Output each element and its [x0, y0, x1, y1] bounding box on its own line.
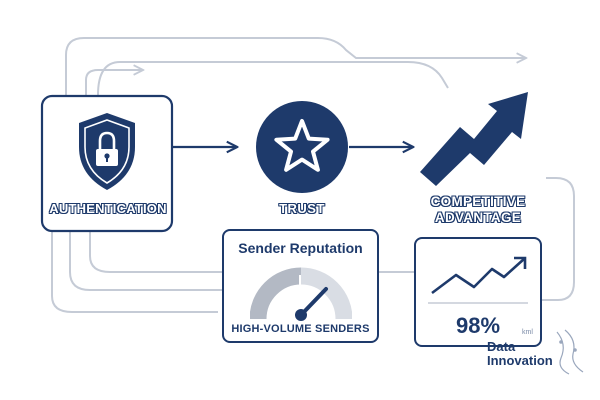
brand-name-line1: Data — [487, 339, 516, 354]
competitive-advantage-label-line1: COMPETITIVE — [430, 194, 526, 209]
competitive-advantage-label: COMPETITIVE ADVANTAGE — [410, 194, 546, 226]
sender-reputation-card: Sender Reputation HIGH-VOLUME SENDERS — [222, 229, 379, 343]
shield-lock-icon — [79, 113, 135, 190]
flow-line-bottom-long — [51, 232, 218, 313]
sender-reputation-subtitle: HIGH-VOLUME SENDERS — [231, 323, 370, 335]
sender-reputation-title: Sender Reputation — [238, 240, 363, 256]
stat-value: 98% — [455, 313, 501, 338]
gauge-icon — [250, 267, 352, 321]
rising-arrow-icon — [420, 92, 528, 186]
flow-line-top-outer — [65, 37, 525, 95]
stat-card: 98% — [414, 237, 542, 347]
brand-logo-icon — [556, 329, 584, 375]
trust-label: TRUST — [279, 201, 325, 216]
trend-line-icon — [428, 256, 528, 304]
flow-line-top-inner — [97, 61, 449, 96]
flow-line-bottom-return — [542, 177, 575, 301]
competitive-advantage-label-line2: ADVANTAGE — [434, 210, 522, 225]
flow-line-top-middle — [85, 70, 142, 95]
brand-name: Data Innovation — [487, 340, 553, 368]
flow-line-left-loop — [89, 232, 222, 273]
star-icon — [256, 101, 348, 193]
brand-small-text: kml — [522, 329, 533, 336]
flow-line-left-bottom — [69, 232, 222, 291]
brand-name-line2: Innovation — [487, 353, 553, 368]
authentication-label: AUTHENTICATION — [49, 201, 167, 216]
